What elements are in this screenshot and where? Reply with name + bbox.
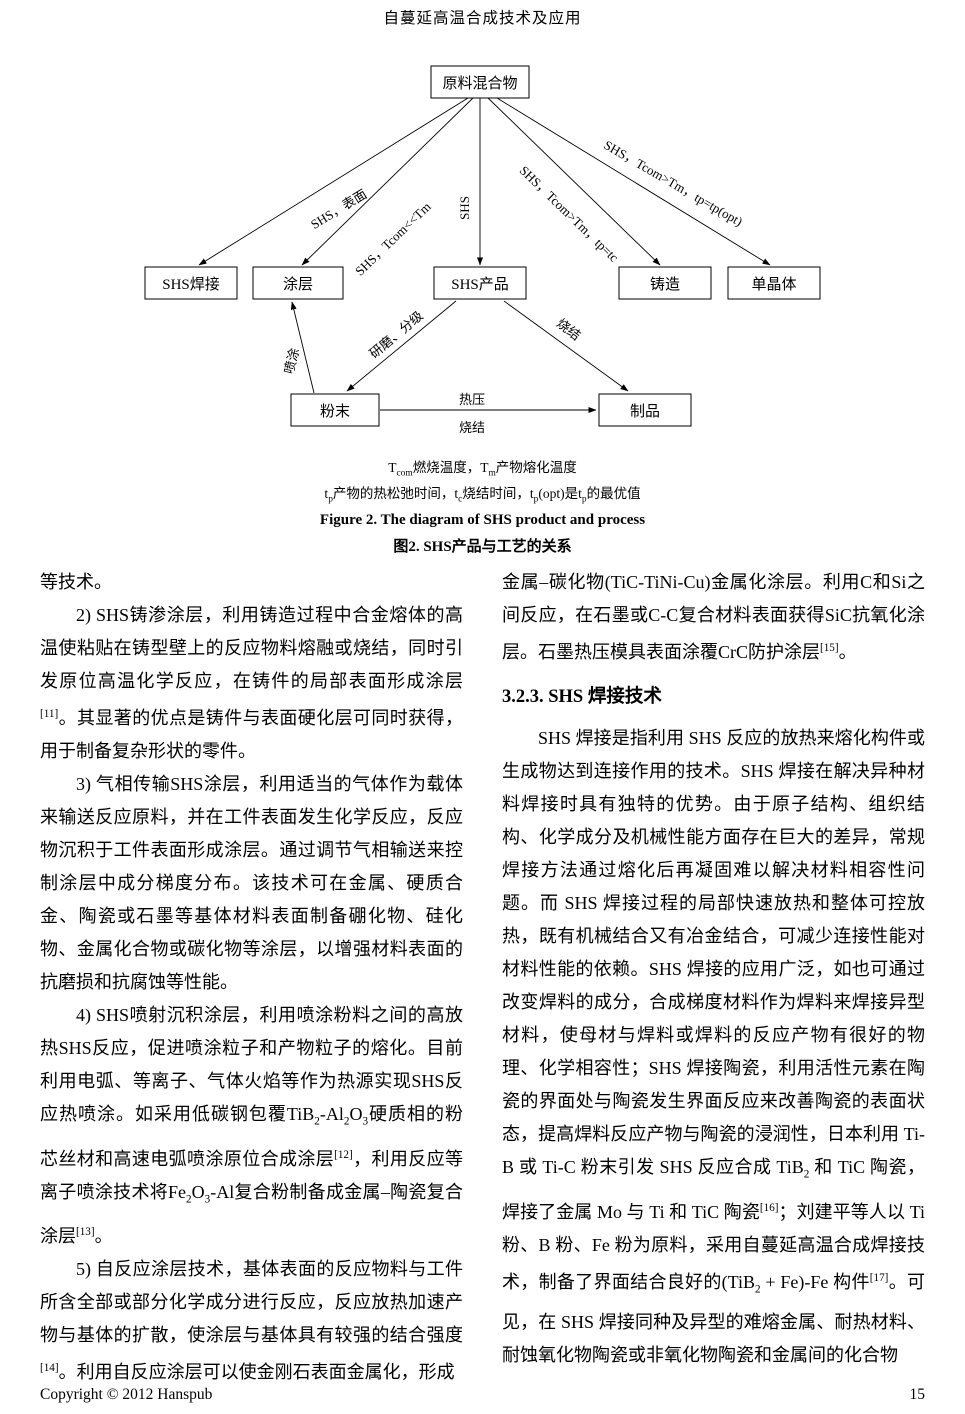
edge-label-sintering-diagonal: 烧结 [554,316,584,344]
left-column: 等技术。 2) SHS铸渗涂层，利用铸造过程中合金熔体的高温使粘贴在铸型壁上的反… [40,566,463,1389]
node-article: 制品 [630,403,660,420]
paragraph: SHS 焊接是指利用 SHS 反应的放热来熔化构件或生成物达到连接作用的技术。S… [502,728,926,1366]
page-footer: Copyright © 2012 Hanspub 15 [40,1386,925,1404]
figure-caption-chinese: 图2. SHS产品与工艺的关系 [393,539,572,555]
node-coating: 涂层 [283,276,313,293]
footer-copyright: Copyright © 2012 Hanspub [40,1386,213,1403]
paragraph: 3) 气相传输SHS涂层，利用适当的气体作为载体来输送反应原料，并在工件表面发生… [40,774,463,992]
arrow-raw-to-casting [487,97,661,266]
figure-notes: Tcom燃烧温度，Tm产物熔化温度 tp产物的热松弛时间，tc烧结时间，tp(o… [0,458,965,509]
arrow-raw-to-coating [301,97,474,266]
arrow-powder-to-coating [290,301,315,394]
node-single-crystal-box [727,266,821,300]
edge-label-surface: SHS，表面 [308,186,369,232]
paragraph: 等技术。 [40,572,112,592]
paragraph: 金属–碳化物(TiC-TiNi-Cu)金属化涂层。利用C和Si之间反应，在石墨或… [502,572,925,662]
edge-label-tcom-lt-tm: SHS，Tcom<<Tm [352,199,434,279]
figure-note-line2: tp产物的热松弛时间，tc烧结时间，tp(opt)是tp的最优值 [324,485,641,505]
node-casting-box [618,266,712,300]
body-columns: 等技术。 2) SHS铸渗涂层，利用铸造过程中合金熔体的高温使粘贴在铸型壁上的反… [40,566,925,1389]
shs-process-diagram: 原料混合物 SHS焊接 涂层 SHS产品 铸造 单晶体 粉末 制品 SHS，表面… [144,65,821,435]
arrow-raw-to-welding [198,97,469,266]
node-shs-product: SHS产品 [451,276,509,293]
paragraph: 2) SHS铸渗涂层，利用铸造过程中合金熔体的高温使粘贴在铸型壁上的反应物料熔融… [40,605,463,761]
section-heading-3-2-3: 3.2.3. SHS 焊接技术 [502,687,662,707]
edge-label-grinding: 研磨、分级 [366,308,425,361]
paragraph: 4) SHS喷射沉积涂层，利用喷涂粉料之间的高放热SHS反应，促进喷涂粒子和产物… [40,1005,464,1247]
edge-label-sintering-horizontal: 烧结 [459,420,485,435]
node-casting: 铸造 [650,276,680,293]
node-shs-product-box [433,266,527,300]
paragraph: 5) 自反应涂层技术，基体表面的反应物料与工件所含全部或部分化学成分进行反应，反… [40,1259,463,1383]
edge-label-hot-press: 热压 [459,392,485,407]
figure-note-line1: Tcom燃烧温度，Tm产物熔化温度 [388,460,577,479]
arrow-raw-to-crystal [496,97,771,266]
edge-label-shs: SHS [457,196,472,220]
figure-diagram: 原料混合物 SHS焊接 涂层 SHS产品 铸造 单晶体 粉末 制品 SHS，表面… [0,55,965,447]
node-single-crystal: 单晶体 [751,276,796,293]
edge-label-tp-opt: SHS，Tcom>Tm，tp=tp(opt) [601,137,745,229]
edge-label-spraying: 喷涂 [281,346,302,375]
node-coating-box [252,266,344,300]
node-raw-mixture-box [430,65,530,99]
node-article-box [598,393,692,427]
node-powder: 粉末 [320,403,350,420]
arrow-product-to-powder [346,300,457,392]
node-shs-welding: SHS焊接 [162,276,220,293]
arrow-product-to-article [503,300,629,392]
figure-caption-english: Figure 2. The diagram of SHS product and… [319,512,646,528]
right-column: 金属–碳化物(TiC-TiNi-Cu)金属化涂层。利用C和Si之间反应，在石墨或… [502,566,925,1389]
node-shs-welding-box [144,266,238,300]
page-title: 自蔓延高温合成技术及应用 [383,10,582,27]
footer-page-number: 15 [909,1386,926,1403]
edge-label-tp-eq-tc: SHS，Tcom>Tm，tp=tc [517,163,622,265]
node-powder-box [290,393,380,427]
node-raw-mixture: 原料混合物 [442,75,517,92]
